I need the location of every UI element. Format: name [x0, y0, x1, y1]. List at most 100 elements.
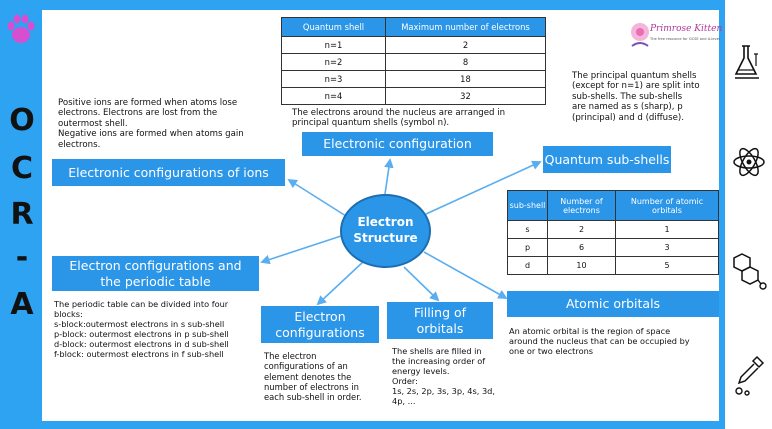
table-cell: n=3 [281, 70, 386, 88]
table-row: n=1 2 [281, 36, 546, 54]
quantum-table-header: Maximum number of electrons [385, 17, 546, 37]
sidebar-letter-a: A [10, 287, 34, 322]
logo-tagline: The free resource for GCSE and A-level [650, 37, 720, 41]
atomic-orbitals-text: An atomic orbital is the region of space… [509, 326, 721, 356]
text-line: s-block:outermost electrons in s sub-she… [54, 319, 225, 329]
text-line: the increasing order of [392, 356, 486, 366]
box-line: the periodic table [100, 273, 211, 289]
periodic-table-box: Electron configurations and the periodic… [52, 256, 259, 291]
arrow-electron-configurations [316, 260, 365, 306]
periodic-table-text: The periodic table can be divided into f… [54, 299, 259, 359]
text-line: are named as s (sharp), p [572, 102, 683, 113]
text-line: sub-shells. The sub-shells [572, 91, 683, 102]
text-line: configurations of an [264, 361, 348, 372]
arrow-periodic-table [260, 235, 342, 265]
text-line: Negative ions are formed when atoms gain [58, 129, 244, 140]
subshell-table: sub-shell Number of electrons Number of … [507, 190, 719, 275]
table-row: n=3 18 [281, 70, 546, 88]
text-line: (except for n=1) are split into [572, 81, 700, 92]
text-line: blocks: [54, 309, 83, 319]
text-line: f-block: outermost electrons in f sub-sh… [54, 349, 224, 359]
box-line: configurations [275, 324, 365, 340]
quantum-table-header: Quantum shell [281, 17, 386, 37]
arrow-atomic-orbitals [423, 251, 508, 299]
filling-orbitals-box: Filling of orbitals [387, 302, 493, 339]
text-line: one or two electrons [509, 346, 594, 356]
table-cell: s [507, 220, 548, 239]
table-cell: 1 [615, 220, 719, 239]
box-line: orbitals [416, 320, 464, 336]
arrow-electronic-configuration [384, 158, 394, 195]
logo-name: Primrose Kitten [650, 24, 723, 34]
table-cell: 2 [547, 220, 616, 239]
table-cell: 6 [547, 238, 616, 257]
text-line: p-block: outermost electrons in p sub-sh… [54, 329, 229, 339]
quantum-shells-text: The principal quantum shells (except for… [572, 71, 720, 123]
text-line: number of electrons in [264, 381, 359, 392]
text-line: principal quantum shells (symbol n). [292, 118, 450, 129]
text-line: The electron [264, 351, 317, 361]
subshell-table-header: sub-shell [507, 190, 548, 221]
table-cell: 18 [385, 70, 546, 88]
text-line: 1s, 2s, 2p, 3s, 3p, 4s, 3d, [392, 386, 495, 396]
atom-icon [733, 147, 765, 177]
arrow-quantum-subshells [425, 160, 542, 215]
table-cell: 8 [385, 53, 546, 71]
table-cell: 5 [615, 256, 719, 275]
electron-configurations-text: The electron configurations of an elemen… [264, 351, 382, 402]
arranged-text: The electrons around the nucleus are arr… [292, 108, 544, 129]
filling-orbitals-text: The shells are filled in the increasing … [392, 346, 510, 406]
text-line: each sub-shell in order. [264, 392, 362, 402]
left-frame-bar [0, 0, 42, 429]
table-row: s 2 1 [507, 220, 719, 239]
arrow-ions [287, 178, 347, 217]
box-line: Electron [294, 308, 346, 324]
subshell-table-header: Number of atomic orbitals [615, 190, 719, 221]
text-line: Positive ions are formed when atoms lose [58, 98, 238, 108]
text-line: energy levels. [392, 366, 450, 376]
lab-flask-icon [734, 45, 759, 79]
central-topic-circle: Electron Structure [340, 194, 431, 268]
pipette-icon [735, 355, 765, 396]
box-line: Electron configurations and [69, 257, 242, 273]
text-line: The periodic table can be divided into f… [54, 299, 229, 309]
table-cell: 32 [385, 87, 546, 105]
quantum-shell-table: Quantum shell Maximum number of electron… [281, 17, 546, 105]
table-row: n=2 8 [281, 53, 546, 71]
ions-text: Positive ions are formed when atoms lose… [58, 98, 298, 150]
table-cell: 2 [385, 36, 546, 54]
box-line: Filling of [413, 304, 467, 320]
text-line: d-block: outermost electrons in d sub-sh… [54, 339, 229, 349]
electron-configurations-box: Electron configurations [261, 306, 379, 343]
primrose-kitten-logo: Primrose Kitten The free resource for GC… [628, 16, 722, 54]
table-cell: n=1 [281, 36, 386, 54]
text-line: outermost shell. [58, 118, 128, 129]
subshell-table-header: Number of electrons [547, 190, 616, 221]
table-cell: 10 [547, 256, 616, 275]
top-frame-bar [42, 0, 725, 10]
text-line: (principal) and d (diffuse). [572, 112, 684, 123]
table-cell: p [507, 238, 548, 257]
text-line: An atomic orbital is the region of space [509, 326, 671, 336]
paw-icon [7, 14, 35, 43]
atomic-orbitals-box: Atomic orbitals [507, 291, 719, 317]
text-line: 4p, ... [392, 396, 416, 406]
text-line: electrons. [58, 139, 101, 150]
text-line: The electrons around the nucleus are arr… [292, 108, 506, 118]
central-topic-line: Structure [353, 231, 418, 245]
arrow-filling-orbitals [403, 266, 440, 302]
ions-box: Electronic configurations of ions [52, 159, 285, 186]
text-line: electrons. Electrons are lost from the [58, 108, 218, 119]
electronic-configuration-box: Electronic configuration [302, 132, 493, 156]
molecule-icon [733, 253, 767, 290]
bottom-frame-bar [42, 421, 725, 429]
sidebar-letter-r: R [10, 197, 34, 232]
table-row: p 6 3 [507, 238, 719, 257]
sidebar-letter-c: C [10, 151, 34, 186]
table-cell: d [507, 256, 548, 275]
text-line: The principal quantum shells [572, 71, 697, 81]
table-cell: n=4 [281, 87, 386, 105]
table-row: d 10 5 [507, 256, 719, 275]
right-frame-bar [719, 0, 725, 429]
